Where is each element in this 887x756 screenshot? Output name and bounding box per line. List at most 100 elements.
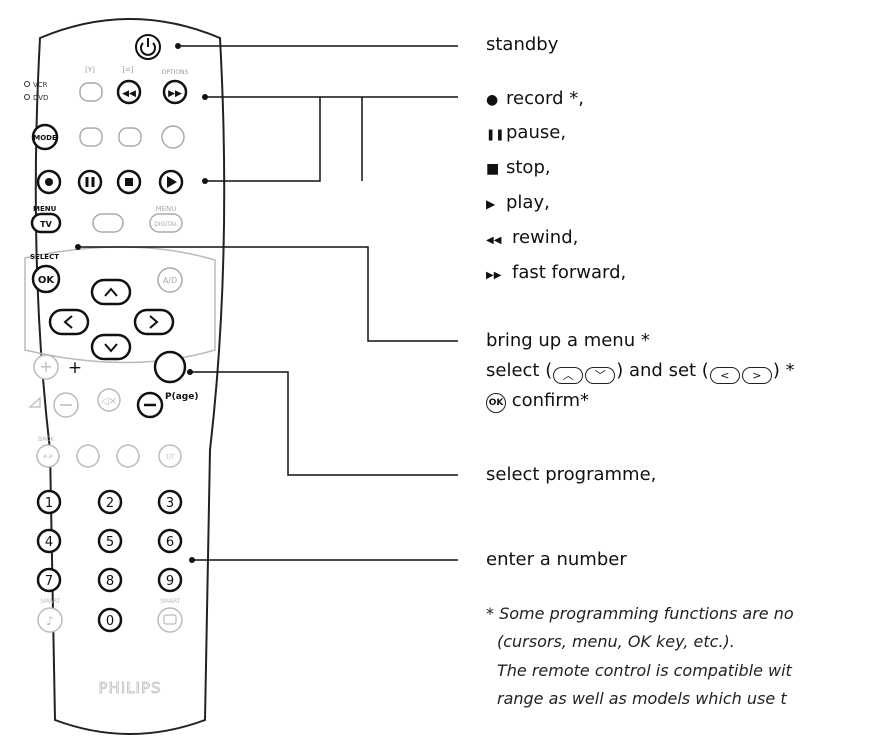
label-rewind-text: rewind, <box>512 227 579 248</box>
digit-6-button[interactable]: 6 <box>157 528 183 554</box>
chevron-left-icon: < <box>709 367 740 384</box>
rewind-button[interactable]: ◀◀ <box>116 79 142 105</box>
grey-button-4[interactable] <box>161 125 185 149</box>
mode-button[interactable]: MODE <box>31 123 59 151</box>
stop-button[interactable] <box>116 169 142 195</box>
digit-0-button[interactable]: 0 <box>97 607 123 633</box>
volume-minus-button[interactable] <box>53 392 79 418</box>
power-icon <box>140 38 156 56</box>
digit-label: 7 <box>45 574 53 589</box>
ok-icon: OK <box>486 393 506 413</box>
digit-label: 4 <box>45 535 53 550</box>
volume-wedge-icon <box>28 396 41 408</box>
pp-button[interactable]: P-P <box>36 444 60 468</box>
digit-4-button[interactable]: 4 <box>36 528 62 554</box>
digit-label: 1 <box>45 496 53 511</box>
grey-button-7[interactable] <box>116 444 140 468</box>
standby-button[interactable] <box>135 34 161 60</box>
source-dvd: DVD <box>33 94 48 102</box>
smart-right-caption: SMART <box>160 598 181 605</box>
label-play-text: play, <box>506 192 550 213</box>
cursor-right-button[interactable] <box>133 308 175 336</box>
digit-3-button[interactable]: 3 <box>157 489 183 515</box>
caption-options: OPTIONS <box>162 69 189 76</box>
digit-5-button[interactable]: 5 <box>97 528 123 554</box>
digit-label: 6 <box>166 535 174 550</box>
music-note-icon: ♪ <box>46 614 54 628</box>
label-select-programme: select programme, <box>486 464 657 485</box>
tv-menu-button[interactable]: TV <box>30 212 62 234</box>
tv-label: TV <box>40 220 52 229</box>
brand-logo: PHILIPS <box>98 679 161 697</box>
pause-icon <box>85 177 95 187</box>
stop-icon: ■ <box>486 161 500 177</box>
programme-minus-button[interactable] <box>136 391 164 419</box>
digit-8-button[interactable]: 8 <box>97 567 123 593</box>
programme-plus-button[interactable] <box>153 350 187 384</box>
label-play: ▶ play, <box>486 192 550 215</box>
cursor-up-button[interactable] <box>90 278 132 306</box>
chevron-down-icon: ﹀ <box>585 367 616 384</box>
digit-2-button[interactable]: 2 <box>97 489 123 515</box>
ad-label: A/D <box>163 276 177 285</box>
caption-eq: [=] <box>122 66 134 74</box>
label-pause-text: pause, <box>506 122 567 143</box>
stop-icon <box>125 178 133 186</box>
mute-icon: ◁× <box>101 396 117 407</box>
record-button[interactable] <box>36 169 62 195</box>
note-line-1: * Some programming functions are no <box>486 604 794 623</box>
volume-plus-button[interactable]: + <box>33 354 59 380</box>
page-label: P(age) <box>165 392 198 402</box>
label-fast-forward-text: fast forward, <box>512 262 627 283</box>
record-icon <box>45 178 53 186</box>
digit-1-button[interactable]: 1 <box>36 489 62 515</box>
play-icon <box>167 176 177 188</box>
digit-label: 0 <box>106 614 114 629</box>
digit-label: 5 <box>106 535 114 550</box>
smart-picture-button[interactable] <box>157 607 183 633</box>
select-caption: SELECT <box>30 253 59 261</box>
pp-label: P-P <box>43 454 53 461</box>
label-confirm: OK confirm* <box>486 390 589 413</box>
chevron-up-icon <box>104 287 118 297</box>
cursor-down-button[interactable] <box>90 333 132 361</box>
chevron-left-icon <box>63 315 73 329</box>
label-menu: bring up a menu * <box>486 330 650 351</box>
digit-label: 9 <box>166 574 174 589</box>
grey-button-3[interactable] <box>118 127 142 147</box>
pause-icon: ❚❚ <box>486 128 505 141</box>
play-button[interactable] <box>158 169 184 195</box>
digit-7-button[interactable]: 7 <box>36 567 62 593</box>
digit-label: 8 <box>106 574 114 589</box>
note-line-2: (cursors, menu, OK key, etc.). <box>497 632 735 651</box>
fast-forward-button[interactable]: ▶▶ <box>162 79 188 105</box>
digital-menu-button[interactable]: DIGITAL <box>149 213 183 233</box>
label-stop-text: stop, <box>506 157 551 178</box>
pause-button[interactable] <box>77 169 103 195</box>
ok-button[interactable]: OK <box>31 264 61 294</box>
callout-dots <box>75 43 208 563</box>
digit-9-button[interactable]: 9 <box>157 567 183 593</box>
remote-body-outline <box>34 18 226 735</box>
grey-button-6[interactable] <box>76 444 100 468</box>
ad-button[interactable]: A/D <box>157 267 183 293</box>
ok-label: OK <box>38 275 56 286</box>
mute-button[interactable]: ◁× <box>97 388 121 412</box>
digit-label: 3 <box>166 496 174 511</box>
programme-plus-sign: + <box>68 358 82 378</box>
label-select-set: select (︿﹀) and set (<>) * <box>486 360 795 384</box>
cursor-left-button[interactable] <box>48 308 90 336</box>
label-set-end: ) * <box>772 360 795 381</box>
tt-label: T/T <box>164 454 175 461</box>
note-line-4: range as well as models which use t <box>497 689 787 708</box>
menu-digital-caption: MENU <box>156 205 177 213</box>
callout-lines <box>78 45 458 561</box>
rewind-icon: ◀◀ <box>122 89 136 99</box>
tt-button[interactable]: T/T <box>158 444 182 468</box>
play-icon: ▶ <box>486 197 496 211</box>
grey-button-2[interactable] <box>79 127 103 147</box>
smart-sound-button[interactable]: ♪ <box>37 607 63 633</box>
grey-button-1[interactable] <box>79 82 103 102</box>
grey-button-5[interactable] <box>92 213 124 233</box>
